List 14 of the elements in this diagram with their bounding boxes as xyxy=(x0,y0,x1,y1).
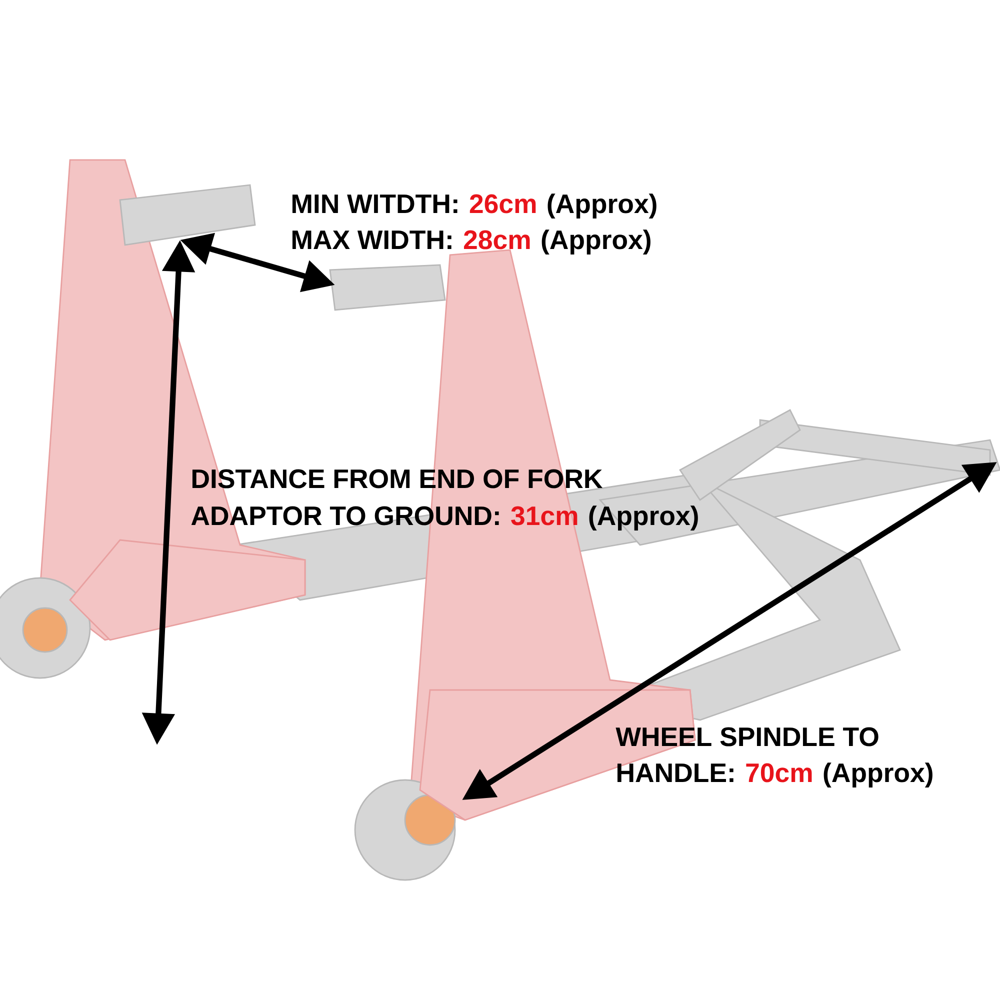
dimension-label: (Approx) xyxy=(542,230,650,255)
dimension-label: (Approx) xyxy=(589,506,698,531)
measurement-value: 28cm xyxy=(464,230,530,250)
dimension-label: HANDLE: xyxy=(617,764,734,782)
dimension-label: DISTANCE FROM END OF FORK xyxy=(192,469,603,488)
measurement-value: 26cm xyxy=(470,194,536,214)
dimension-label: MAX WIDTH: xyxy=(292,230,452,249)
measurement-value: 70cm xyxy=(746,763,812,782)
dimension-label: (Approx) xyxy=(824,762,932,788)
dimension-label: WHEEL SPINDLE TO xyxy=(616,727,878,746)
dimension-label: (Approx) xyxy=(548,194,656,219)
measurement-value: 31cm xyxy=(511,506,578,526)
dimension-label: ADAPTOR TO GROUND: xyxy=(191,506,499,526)
dimension-label: MIN WITDTH: xyxy=(292,194,458,213)
